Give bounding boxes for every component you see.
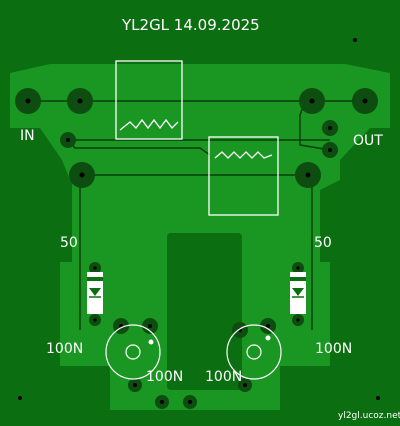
label-resistor-right: 50 [314,235,332,251]
cap-right-polarity-dot [265,335,271,341]
diode-left-symbol [89,288,101,296]
watermark: yl2gl.ucoz.net [338,411,400,421]
label-in: IN [20,128,35,144]
capacitor-outlines [105,324,282,380]
label-cap-right-outer: 100N [315,341,352,357]
drill-holes [18,38,380,404]
diode-left [87,272,103,314]
diode-right-symbol [292,288,304,296]
relay-2-coil [214,151,273,159]
label-cap-left-inner: 100N [146,369,183,385]
diode-right [290,272,306,314]
cap-right-center [246,344,262,360]
cap-left-polarity-dot [148,339,154,345]
cap-right-outline [226,324,282,380]
label-cap-left-outer: 100N [46,341,83,357]
relay-1-coil [119,118,179,131]
board-title: YL2GL 14.09.2025 [121,16,260,34]
relay-1 [115,60,183,140]
relay-2 [208,136,279,216]
label-cap-right-inner: 100N [205,369,242,385]
label-resistor-left: 50 [60,235,78,251]
label-out: OUT [353,133,383,149]
relay-outlines [115,60,279,216]
cap-left-center [125,344,141,360]
center-ground-window [167,233,242,390]
cap-left-outline [105,324,161,380]
